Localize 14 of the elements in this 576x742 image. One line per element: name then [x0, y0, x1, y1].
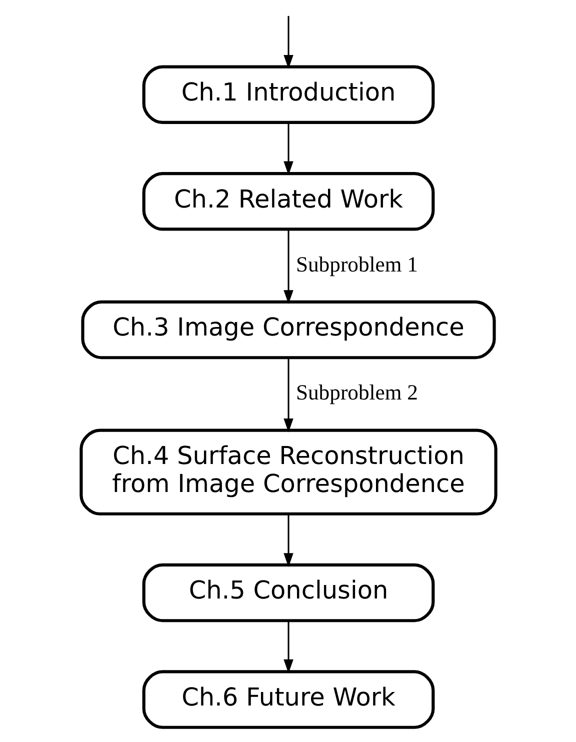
- node-box: Ch.1 Introduction: [142, 65, 434, 124]
- arrow: [283, 230, 293, 304]
- node-box: Ch.5 Conclusion: [142, 563, 434, 622]
- arrow: [283, 358, 293, 432]
- edge-label: Subproblem 1: [295, 252, 418, 276]
- node-box: Ch.2 Related Work: [142, 172, 434, 231]
- arrow: [283, 621, 293, 674]
- node-box: Ch.4 Surface Reconstruction from Image Correspondence: [79, 428, 497, 516]
- node-box: Ch.3 Image Correspondence: [80, 300, 496, 360]
- arrow: [283, 122, 293, 176]
- edge-label: Subproblem 2: [295, 380, 418, 405]
- arrow: [283, 514, 293, 568]
- node-box: Ch.6 Future Work: [142, 670, 434, 729]
- arrow: [283, 16, 293, 69]
